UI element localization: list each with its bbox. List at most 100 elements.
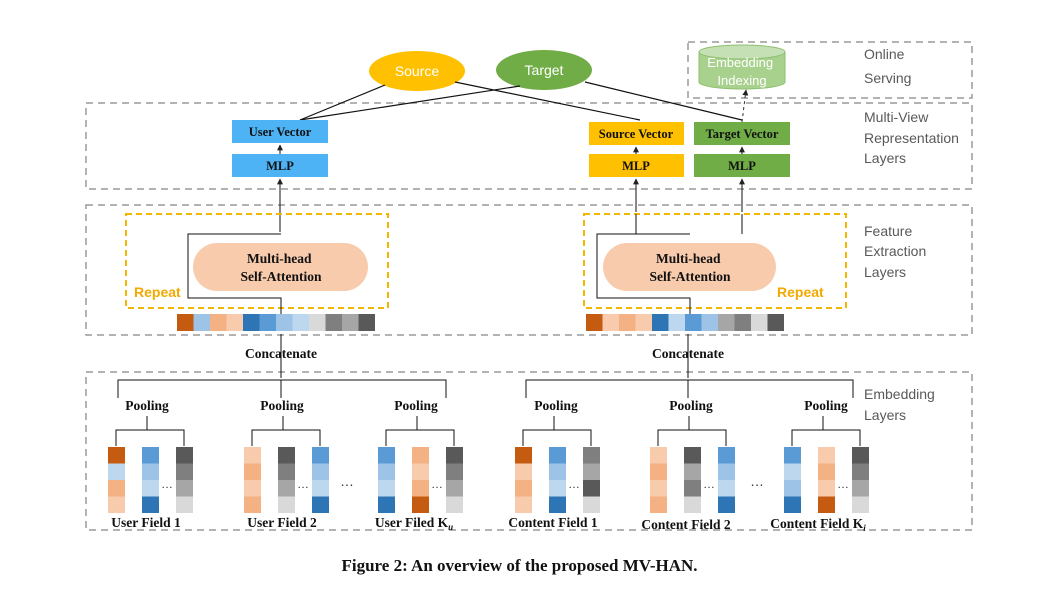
embedding-cell	[650, 447, 667, 464]
field-group-4: …	[515, 416, 600, 513]
concat-cell	[358, 314, 375, 331]
user-pool-bracket	[117, 379, 447, 398]
embedding-cell	[515, 463, 532, 480]
embedding-cell	[312, 496, 329, 513]
embedding-cell	[818, 480, 835, 497]
embedding-cell	[142, 463, 159, 480]
field-bracket	[251, 429, 321, 446]
user-residual-line	[187, 233, 282, 314]
concat-cell	[226, 314, 243, 331]
embedding-cell	[515, 496, 532, 513]
user-attention-box	[193, 243, 368, 291]
field-ellipsis: …	[161, 477, 173, 491]
user-concatenated-strip	[177, 314, 375, 331]
embedding-cell	[718, 496, 735, 513]
embedding-cell	[818, 447, 835, 464]
embedding-cell	[446, 447, 463, 464]
field-group-6: …	[784, 416, 869, 513]
embedding-cell	[176, 463, 193, 480]
embedding-cell	[108, 480, 125, 497]
embedding-cell	[412, 463, 429, 480]
source-label: Source	[395, 63, 440, 79]
embedding-cell	[312, 447, 329, 464]
embedding-cell	[818, 463, 835, 480]
embedding-cell	[852, 496, 869, 513]
source-mlp-box	[589, 154, 684, 177]
embedding-cell	[412, 447, 429, 464]
field-ellipsis: …	[431, 477, 443, 491]
user-repeat-label: Repeat	[134, 284, 181, 300]
content-groups-ellipsis: …	[750, 473, 764, 489]
embedding-cell	[278, 447, 295, 464]
embedding-cell	[583, 496, 600, 513]
user-attention-label: Multi-head Self-Attention	[241, 251, 322, 284]
concat-cell	[767, 314, 784, 331]
line-target-target-vector	[584, 81, 743, 121]
embedding-cell	[784, 463, 801, 480]
field-ellipsis: …	[703, 477, 715, 491]
embedding-cell	[718, 480, 735, 497]
embedding-cell	[650, 496, 667, 513]
embedding-cell	[108, 447, 125, 464]
embedding-cell	[818, 496, 835, 513]
field-group-1: …	[108, 416, 193, 513]
embedding-cell	[446, 496, 463, 513]
line-source-user	[299, 84, 386, 121]
pooling-label-user-1: Pooling	[125, 398, 169, 413]
embedding-cell	[549, 496, 566, 513]
target-vector-box	[694, 122, 790, 145]
concat-cell	[635, 314, 652, 331]
concat-cell	[668, 314, 685, 331]
field-bracket	[115, 429, 185, 446]
embedding-cell	[718, 447, 735, 464]
multi-view-layer-box	[85, 102, 973, 190]
embedding-cell	[108, 463, 125, 480]
label-embedding-layers: Embedding Layers	[864, 386, 939, 423]
embedding-cell	[515, 447, 532, 464]
embedding-cell	[515, 480, 532, 497]
pooling-label-content-2: Pooling	[669, 398, 713, 413]
embedding-cell	[142, 480, 159, 497]
concat-cell	[718, 314, 735, 331]
pooling-label-user-2: Pooling	[260, 398, 304, 413]
embedding-cell	[549, 480, 566, 497]
concat-cell	[276, 314, 293, 331]
embedding-cell	[583, 480, 600, 497]
embedding-cell	[784, 480, 801, 497]
embedding-cell	[650, 463, 667, 480]
embedding-cell	[718, 463, 735, 480]
field-groups: … … … … … …	[108, 416, 869, 513]
target-mlp-box	[694, 154, 790, 177]
embedding-cell	[176, 480, 193, 497]
label-online-serving: Online Serving	[864, 46, 911, 86]
concat-cell	[193, 314, 210, 331]
embedding-cell	[412, 480, 429, 497]
concat-cell	[652, 314, 669, 331]
field-ellipsis: …	[568, 477, 580, 491]
embedding-cell	[412, 496, 429, 513]
concat-cell	[701, 314, 718, 331]
user-repeat-box	[125, 213, 389, 309]
pooling-label-user-k: Pooling	[394, 398, 438, 413]
user-field-2-label: User Field 2	[247, 515, 317, 530]
line-target-user	[299, 85, 521, 121]
field-bracket	[657, 429, 727, 446]
embedding-cell	[312, 480, 329, 497]
embedding-cell	[446, 480, 463, 497]
embedding-cell	[684, 447, 701, 464]
embedding-cell	[312, 463, 329, 480]
target-label: Target	[525, 62, 564, 78]
line-source-source-vector	[454, 81, 641, 121]
content-field-1-label: Content Field 1	[508, 515, 597, 530]
embedding-cell	[176, 447, 193, 464]
embedding-cell	[278, 463, 295, 480]
embedding-cell	[549, 447, 566, 464]
content-pool-bracket	[525, 379, 854, 398]
concat-cell	[243, 314, 260, 331]
field-ellipsis: …	[297, 477, 309, 491]
embedding-cell	[176, 496, 193, 513]
content-attention-box	[603, 243, 776, 291]
embedding-cell	[852, 463, 869, 480]
concat-cell	[734, 314, 751, 331]
